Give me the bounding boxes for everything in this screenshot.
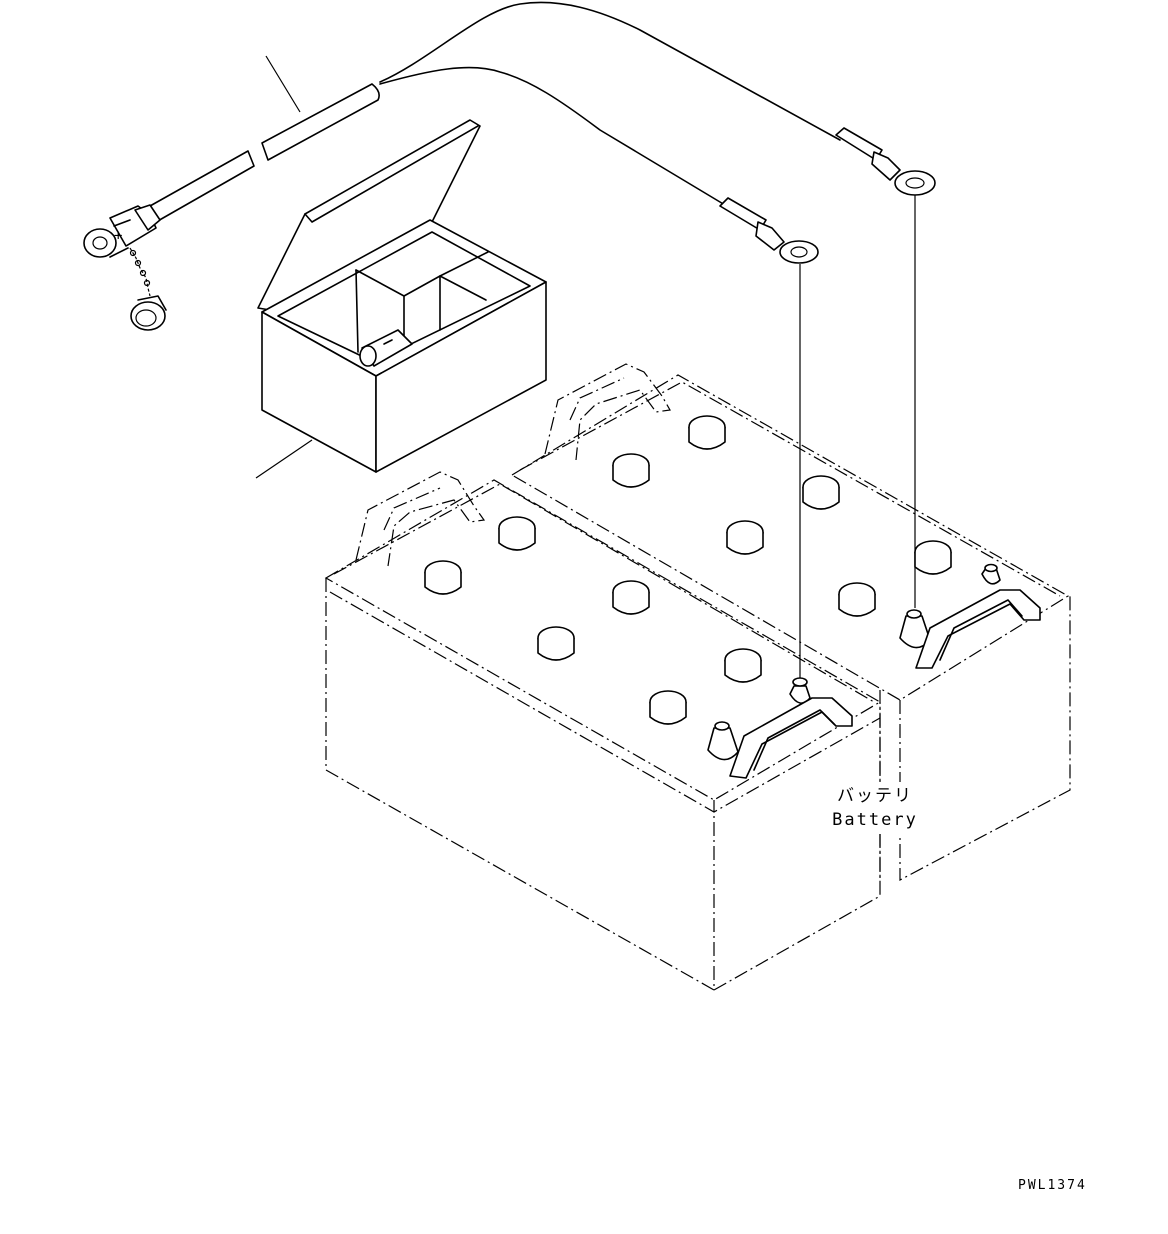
leader-lines — [255, 55, 313, 479]
battery-label-ja: バッテリ — [837, 786, 913, 806]
storage-box — [257, 119, 547, 473]
battery-front-caps — [424, 516, 762, 725]
svg-text:+: + — [114, 228, 122, 244]
terminal-lug-lower — [719, 197, 819, 680]
battery-front — [324, 471, 882, 992]
battery-callout: バッテリ Battery — [820, 784, 930, 832]
battery-rear — [510, 363, 1071, 881]
jumper-cable: + — [83, 1, 841, 331]
drawing-id: PWL1374 — [1018, 1178, 1087, 1193]
terminal-lug-upper — [835, 127, 936, 608]
battery-label-en: Battery — [832, 810, 918, 830]
battery-rear-caps — [612, 415, 952, 617]
